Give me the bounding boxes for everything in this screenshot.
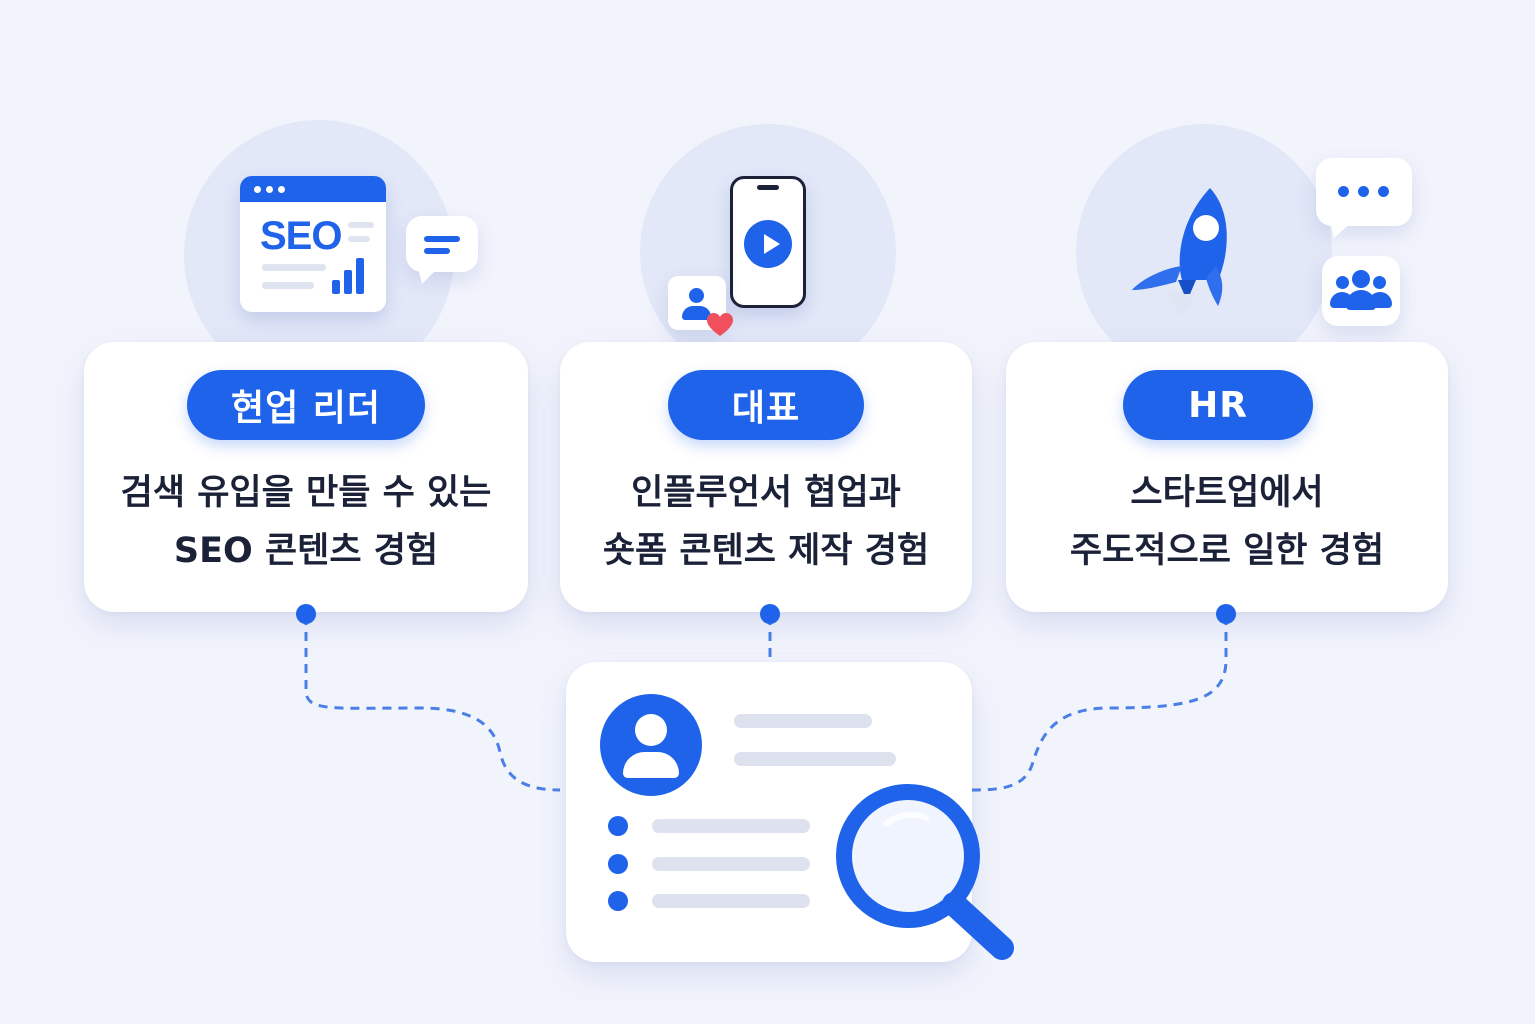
rocket-icon	[1132, 188, 1227, 316]
chat-dots-icon	[1316, 158, 1412, 238]
smartphone-play-icon	[730, 176, 806, 308]
role-card-team-leader: 현업 리더 검색 유입을 만들 수 있는 SEO 콘텐츠 경험	[84, 342, 528, 612]
list-bullet	[608, 891, 628, 911]
placeholder-line	[734, 714, 872, 728]
connector-right	[971, 616, 1228, 792]
magnifier-icon	[836, 784, 1014, 960]
connector-dot-left	[296, 604, 316, 624]
role-description: 검색 유입을 만들 수 있는 SEO 콘텐츠 경험	[120, 473, 492, 571]
placeholder-line	[652, 819, 810, 833]
user-heart-icon	[668, 276, 733, 336]
connector-dot-middle	[760, 604, 780, 624]
placeholder-line	[652, 857, 810, 871]
chat-lines-icon	[406, 216, 478, 284]
role-card-ceo: 대표 인플루언서 협업과 숏폼 콘텐츠 제작 경험	[560, 342, 972, 612]
role-badge: HR	[1123, 370, 1313, 440]
candidate-profile-card	[566, 662, 972, 962]
role-card-hr: HR 스타트업에서 주도적으로 일한 경험	[1006, 342, 1448, 612]
placeholder-line	[734, 752, 896, 766]
role-badge: 대표	[668, 370, 864, 440]
profile-avatar-icon	[600, 694, 702, 796]
role-description: 인플루언서 협업과 숏폼 콘텐츠 제작 경험	[602, 473, 930, 571]
connector-dot-right	[1216, 604, 1236, 624]
list-bullet	[608, 854, 628, 874]
seo-icon-text: SEO	[260, 214, 342, 258]
seo-browser-icon: SEO	[240, 176, 386, 312]
placeholder-line	[652, 894, 810, 908]
connector-left	[304, 616, 561, 792]
role-badge: 현업 리더	[187, 370, 425, 440]
list-bullet	[608, 816, 628, 836]
users-group-icon	[1322, 256, 1400, 326]
role-description: 스타트업에서 주도적으로 일한 경험	[1069, 473, 1385, 571]
